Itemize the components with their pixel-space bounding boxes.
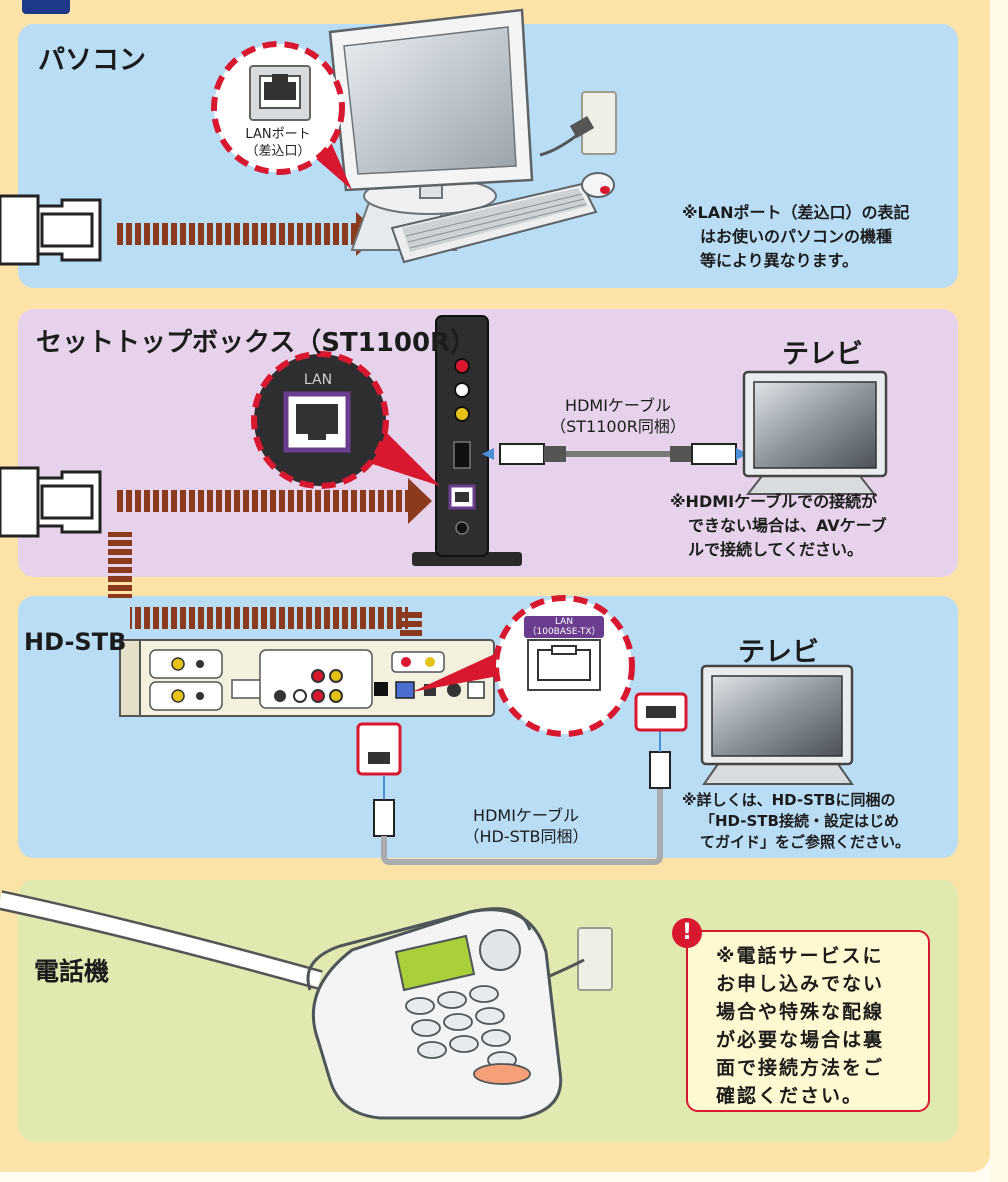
hdstb-lan-port-label-2: （100BASE-TX） (527, 627, 601, 637)
hdstb-hdmi-cable-label-2: （HD-STB同梱） (463, 827, 589, 846)
hdstb-tv-label: テレビ (738, 637, 819, 668)
lan-plug-stb (0, 466, 102, 538)
hdstb-note-line-3-text: てガイド」をご参照ください。 (700, 833, 911, 851)
stb-note-line-3-text: ルで接続してください。 (688, 540, 864, 559)
phone-title: 電話機 (34, 957, 110, 986)
hdstb-hdmi-cable-label-1: HDMIケーブル (473, 806, 579, 825)
hdstb-note-line-1: ※詳しくは、HD-STBに同梱の (682, 791, 896, 809)
hdstb-lan-port-label-1: LAN (554, 617, 574, 627)
stb-note-line-2-text: できない場合は、AVケーブ (688, 516, 887, 535)
stb-hdmi-cable-label-1: HDMIケーブル (565, 396, 671, 415)
pc-note-line-3: 等により異なります。 (682, 249, 910, 273)
hdstb-lan-zoom (412, 595, 635, 737)
phone-caution-text: ※電話サービスに お申し込みでない 場合や特殊な配線 が必要な場合は裏 面で接続… (716, 942, 916, 1110)
hdstb-note-line-3: てガイド」をご参照ください。 (682, 832, 910, 853)
hdstb-lan-port-label: LAN （100BASE-TX） (524, 617, 604, 637)
hdstb-hdmi-cable-label: HDMIケーブル （HD-STB同梱） (456, 805, 596, 847)
telephone-illustration (306, 907, 563, 1120)
tv-stb (742, 370, 888, 495)
phone-caution-line-6: 確認ください。 (716, 1085, 864, 1107)
phone-caution-line-4: が必要な場合は裏 (716, 1029, 885, 1051)
hdstb-note-line-2-text: 「HD-STB接続・設定はじめ (700, 812, 899, 830)
pc-note-line-3-text: 等により異なります。 (700, 251, 859, 270)
phone-caution-box: ※電話サービスに お申し込みでない 場合や特殊な配線 が必要な場合は裏 面で接続… (686, 930, 930, 1112)
hdstb-title: HD-STB (24, 628, 127, 656)
pc-note: ※LANポート（差込口）の表記 はお使いのパソコンの機種 等により異なります。 (682, 201, 910, 273)
tv-hdstb (700, 664, 854, 785)
phone-caution-line-1: ※電話サービスに (716, 945, 884, 967)
pc-lan-port-label-1: LANポート (245, 127, 311, 142)
pc-lan-zoom (211, 41, 352, 190)
phone-caution-line-5: 面で接続方法をご (716, 1057, 885, 1079)
corner-tab (22, 0, 70, 14)
stb-device (412, 315, 522, 566)
stb-hdmi-cable-label: HDMIケーブル （ST1100R同梱） (538, 395, 698, 437)
stb-lan-zoom (251, 351, 440, 489)
hdstb-note: ※詳しくは、HD-STBに同梱の 「HD-STB接続・設定はじめ てガイド」をご… (682, 790, 910, 853)
stb-note: ※HDMIケーブルでの接続が できない場合は、AVケーブ ルで接続してください。 (670, 490, 887, 562)
hdmi-cable-hdstb (356, 692, 688, 865)
pc-note-line-2-text: はお使いのパソコンの機種 (700, 227, 893, 246)
hdstb-device (119, 639, 495, 717)
pc-note-line-2: はお使いのパソコンの機種 (682, 225, 910, 249)
lan-plug-pc (0, 194, 102, 266)
stb-note-line-2: できない場合は、AVケーブ (670, 514, 887, 538)
phone-caution-line-2: お申し込みでない (716, 973, 885, 995)
stb-lan-port-label: LAN (303, 372, 333, 388)
phone-cable (0, 890, 613, 991)
stb-hdmi-cable-label-2: （ST1100R同梱） (550, 417, 686, 436)
hdmi-cable-stb (482, 443, 748, 465)
exclamation-icon: ! (672, 918, 702, 948)
pc-note-line-1: ※LANポート（差込口）の表記 (682, 203, 910, 222)
pc-lan-port-label: LANポート （差込口） (236, 126, 320, 160)
pc-lan-port-label-2: （差込口） (245, 144, 311, 159)
pc-title: パソコン (38, 45, 146, 76)
stb-note-line-3: ルで接続してください。 (670, 538, 887, 562)
pc-illustration (328, 8, 617, 264)
stb-tv-label: テレビ (782, 339, 863, 370)
hdstb-note-line-2: 「HD-STB接続・設定はじめ (682, 811, 910, 832)
stb-title: セットトップボックス（ST1100R） (36, 328, 477, 358)
arrow-pc (116, 212, 380, 256)
arrow-stb (108, 478, 432, 598)
page-margin (990, 0, 1008, 1182)
stb-note-line-1: ※HDMIケーブルでの接続が (670, 492, 878, 511)
phone-caution-line-3: 場合や特殊な配線 (716, 1001, 885, 1023)
